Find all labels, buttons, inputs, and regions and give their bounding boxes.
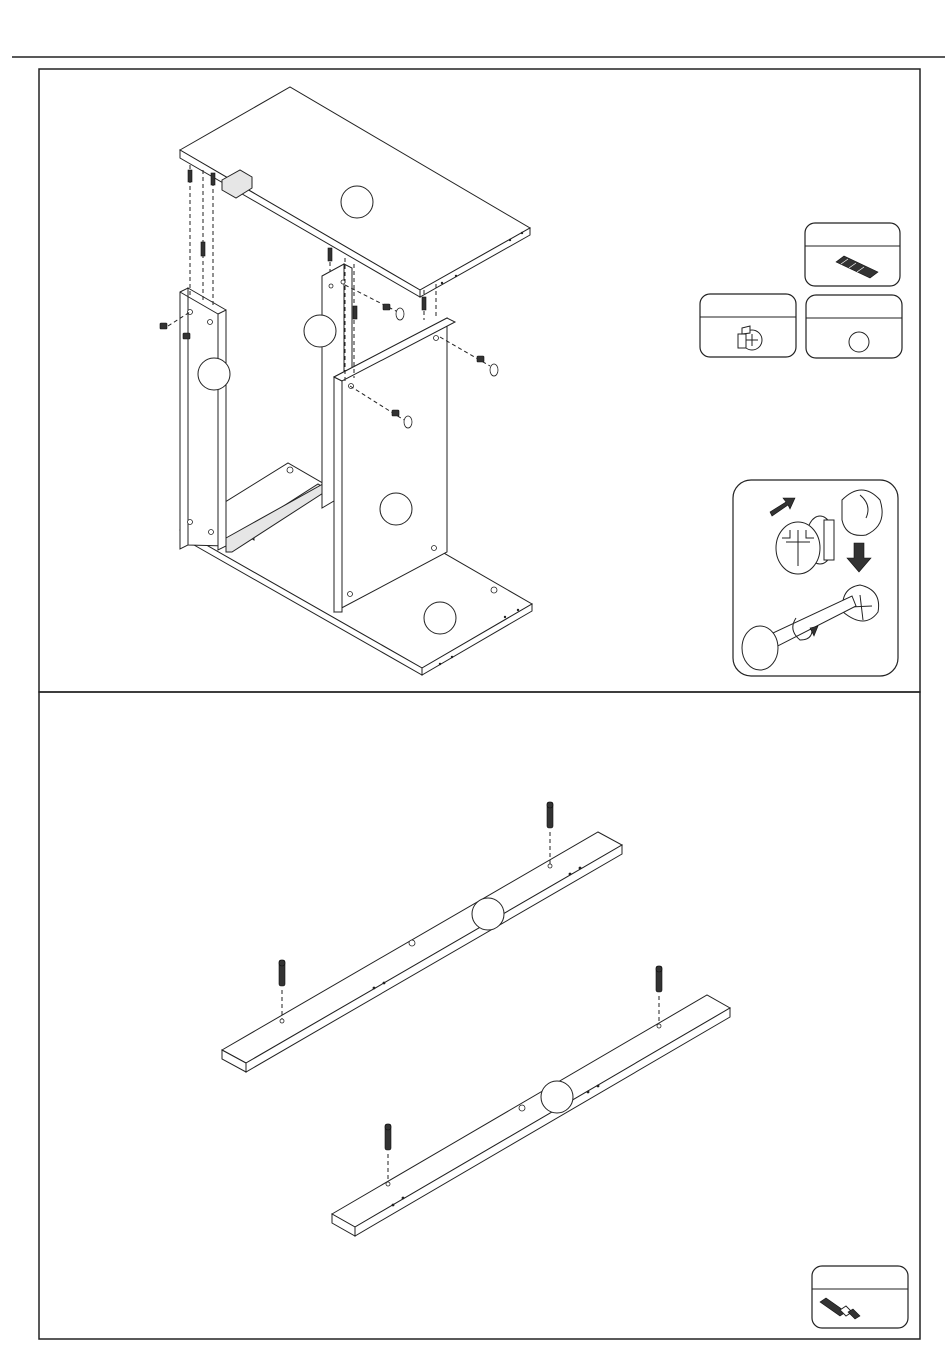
step-panel-bottom (39, 692, 920, 1339)
left-side-panel (180, 288, 226, 550)
rail-back (222, 832, 622, 1072)
hardware-box-cam-bolt (812, 1266, 908, 1328)
part-label-left-side (198, 358, 230, 390)
hardware-box-cam-lock (700, 294, 796, 357)
cam-cap-icon (849, 332, 869, 352)
rail-front (332, 995, 730, 1236)
hardware-box-dowel (805, 223, 900, 286)
part-label-front-divider (380, 493, 412, 525)
part-label-back-divider (304, 315, 336, 347)
cam-lock-install-diagram (733, 480, 898, 676)
panel-hole-icon (842, 490, 882, 535)
cabinet-exploded-view (160, 87, 532, 675)
hardware-box-cam-cap (806, 295, 902, 358)
part-label-rail-front (541, 1081, 573, 1113)
part-label-bottom-panel (424, 602, 456, 634)
part-label-rail-back (472, 898, 504, 930)
part-label-top-panel (341, 186, 373, 218)
